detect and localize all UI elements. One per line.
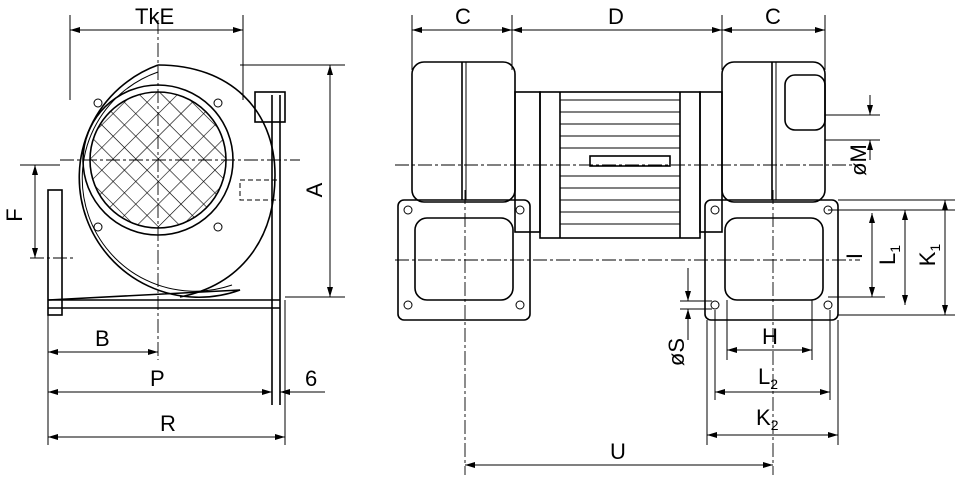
front-view-dimensions: C D C øM I L1 K1 øS H L2 K2 U bbox=[411, 4, 955, 468]
dim-phi-m: øM bbox=[846, 144, 871, 176]
dim-p: P bbox=[150, 366, 165, 391]
base-flange bbox=[47, 189, 63, 316]
right-fan-housing bbox=[721, 61, 826, 203]
dim-d: D bbox=[608, 4, 624, 29]
dim-tke: TkE bbox=[135, 4, 174, 29]
left-fan-housing bbox=[411, 61, 516, 203]
housing-outline bbox=[47, 64, 241, 301]
dim-l2: L2 bbox=[758, 364, 778, 392]
dim-a: A bbox=[302, 182, 327, 197]
side-view bbox=[30, 20, 300, 405]
dim-c-left: C bbox=[455, 4, 471, 29]
dim-l1: L1 bbox=[875, 245, 903, 265]
dim-k2: K2 bbox=[756, 405, 779, 433]
dim-b: B bbox=[95, 326, 110, 351]
dim-f: F bbox=[2, 208, 27, 221]
side-view-dimensions: TkE A F B P 6 R bbox=[2, 4, 345, 445]
dim-h: H bbox=[762, 324, 778, 349]
front-view bbox=[395, 61, 860, 475]
dim-c-right: C bbox=[765, 4, 781, 29]
dim-phi-s: øS bbox=[664, 338, 689, 366]
dim-r: R bbox=[160, 411, 176, 436]
dim-6: 6 bbox=[305, 366, 317, 391]
dim-i: I bbox=[842, 253, 867, 259]
dim-k1: K1 bbox=[915, 244, 943, 267]
dim-u: U bbox=[610, 439, 626, 464]
